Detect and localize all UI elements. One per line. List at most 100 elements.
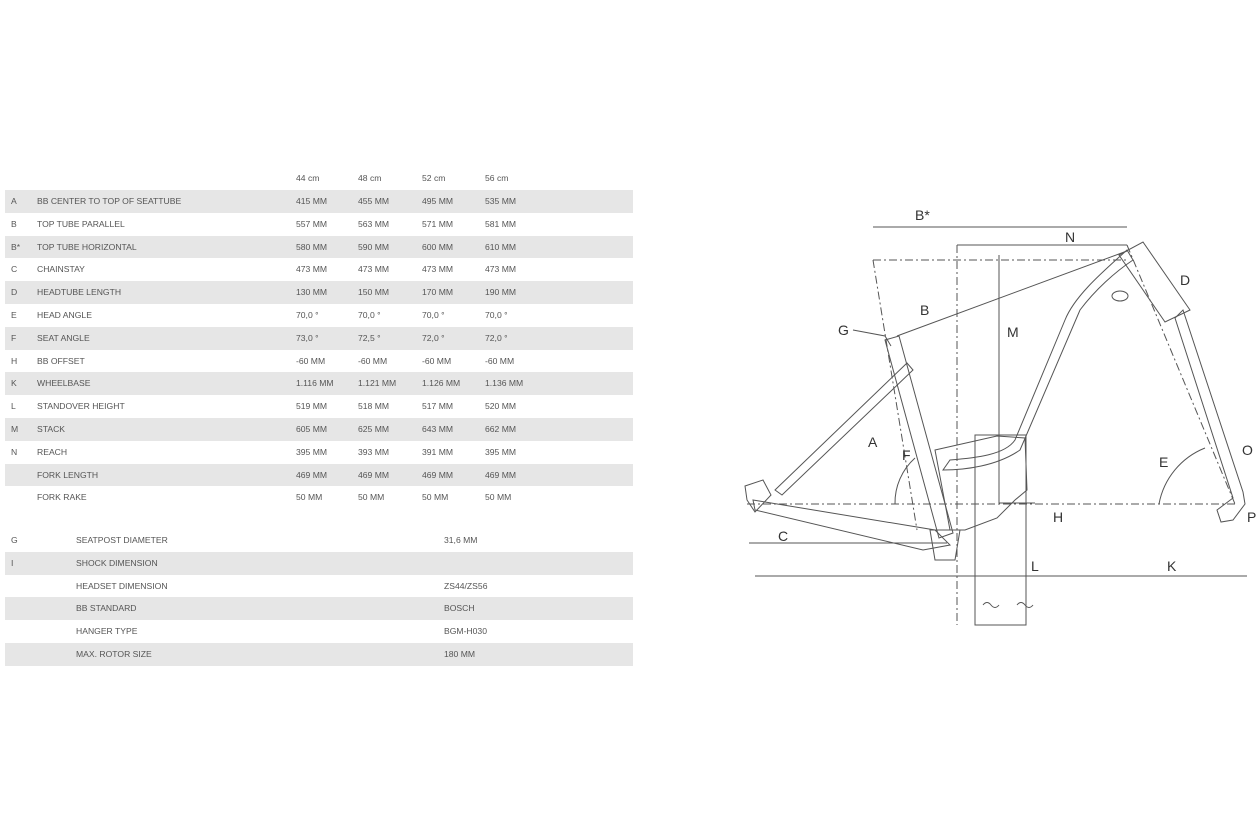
row-value: 581 MM (485, 218, 517, 229)
row-value: 150 MM (358, 287, 390, 298)
geometry-header-row: 44 cm 48 cm 52 cm 56 cm (5, 166, 633, 190)
row-label: CHAINSTAY (37, 264, 85, 275)
row-value: 518 MM (358, 401, 390, 412)
row-value: 1.121 MM (358, 378, 397, 389)
row-value: 50 MM (422, 492, 449, 503)
table-row: K WHEELBASE 1.116 MM 1.121 MM 1.126 MM 1… (5, 372, 633, 396)
row-value: 415 MM (296, 196, 328, 206)
table-row: M STACK 605 MM 625 MM 643 MM 662 MM (5, 417, 633, 441)
row-value: 469 MM (358, 469, 390, 480)
row-value: 180 MM (444, 648, 476, 659)
row-code: E (11, 309, 17, 320)
row-value: 473 MM (422, 264, 454, 275)
row-value: ZS44/ZS56 (444, 580, 488, 591)
row-code: G (11, 535, 18, 545)
frame-bottle-mount (1111, 290, 1129, 302)
row-label: WHEELBASE (37, 378, 91, 389)
row-value: -60 MM (485, 355, 515, 366)
row-value: 517 MM (422, 401, 454, 412)
row-code: C (11, 264, 18, 275)
row-code: M (11, 423, 19, 434)
row-code: B* (11, 241, 21, 252)
row-value: 469 MM (485, 469, 517, 480)
row-value: 31,6 MM (444, 535, 478, 545)
row-value: 520 MM (485, 401, 517, 412)
row-value: 170 MM (422, 287, 454, 298)
row-value: 563 MM (358, 218, 390, 229)
row-code: F (11, 332, 17, 343)
size-header-44: 44 cm (296, 173, 320, 183)
frame-top-tube (774, 362, 914, 496)
row-value: 580 MM (296, 241, 328, 252)
label-b: B (920, 302, 929, 318)
row-value: 571 MM (422, 218, 454, 229)
size-header-52: 52 cm (422, 173, 446, 183)
row-label: BB OFFSET (37, 355, 85, 366)
label-o: O (1242, 442, 1253, 458)
frame-down-tube (942, 249, 1134, 471)
frame-chainstay (752, 499, 952, 551)
row-value: 70,0 ° (422, 309, 445, 320)
row-value: 50 MM (296, 492, 323, 503)
angle-arc-e (1158, 447, 1206, 505)
label-p: P (1247, 509, 1256, 525)
row-value: 72,5 ° (358, 332, 381, 343)
row-value: 70,0 ° (296, 309, 319, 320)
table-row: HEADSET DIMENSION ZS44/ZS56 (5, 575, 633, 598)
table-row: I SHOCK DIMENSION (5, 551, 633, 575)
row-label: HEAD ANGLE (37, 309, 92, 320)
row-value: 590 MM (358, 241, 390, 252)
row-value: 1.116 MM (296, 378, 334, 389)
row-code: D (11, 287, 18, 298)
row-value: 610 MM (485, 241, 517, 252)
row-label: HEADSET DIMENSION (76, 580, 168, 591)
label-b-star: B* (915, 207, 930, 223)
row-label: FORK RAKE (37, 492, 87, 503)
row-value: 557 MM (296, 218, 328, 229)
frame-head-tube (1118, 241, 1191, 323)
angle-arc-f (894, 457, 916, 505)
frame-seat-tube (884, 335, 954, 539)
label-k: K (1167, 558, 1177, 574)
row-value: 50 MM (358, 492, 385, 503)
table-row: HANGER TYPE BGM-H030 (5, 620, 633, 643)
row-value: 1.126 MM (422, 378, 461, 389)
row-label: TOP TUBE HORIZONTAL (37, 241, 137, 252)
label-f: F (902, 447, 911, 463)
table-row: FORK LENGTH 469 MM 469 MM 469 MM 469 MM (5, 463, 633, 487)
table-row: E HEAD ANGLE 70,0 ° 70,0 ° 70,0 ° 70,0 ° (5, 304, 633, 327)
row-label: MAX. ROTOR SIZE (76, 648, 152, 659)
label-e: E (1159, 454, 1168, 470)
table-row: L STANDOVER HEIGHT 519 MM 518 MM 517 MM … (5, 395, 633, 418)
row-label: HEADTUBE LENGTH (37, 287, 122, 298)
label-h: H (1053, 509, 1063, 525)
row-label: REACH (37, 446, 68, 457)
geometry-table: 44 cm 48 cm 52 cm 56 cm A BB CENTER TO T… (5, 166, 633, 509)
reference-line-head-angle (1126, 244, 1236, 505)
row-value: 1.136 MM (485, 378, 524, 389)
row-value: -60 MM (296, 355, 326, 366)
row-value: 391 MM (422, 446, 454, 457)
row-code: B (11, 218, 17, 229)
row-value: 643 MM (422, 423, 454, 434)
row-code: K (11, 378, 17, 389)
row-label: SEATPOST DIAMETER (76, 535, 168, 545)
frame-bb-shell (929, 529, 961, 561)
row-code: H (11, 355, 18, 366)
row-label: SHOCK DIMENSION (76, 557, 158, 568)
row-value: 469 MM (296, 469, 328, 480)
row-value: 455 MM (358, 196, 390, 206)
table-row: A BB CENTER TO TOP OF SEATTUBE 415 MM 45… (5, 190, 633, 213)
label-a: A (868, 434, 878, 450)
row-value: 495 MM (422, 196, 454, 206)
row-value: 473 MM (485, 264, 517, 275)
break-symbol-left (982, 602, 1000, 608)
row-value: 625 MM (358, 423, 390, 434)
frame-dropout (744, 479, 772, 513)
row-label: TOP TUBE PARALLEL (37, 218, 125, 229)
dimension-line-b (896, 250, 1128, 337)
row-value: 605 MM (296, 423, 328, 434)
row-label: STANDOVER HEIGHT (37, 401, 125, 412)
row-value: 469 MM (422, 469, 454, 480)
label-g: G (838, 322, 849, 338)
